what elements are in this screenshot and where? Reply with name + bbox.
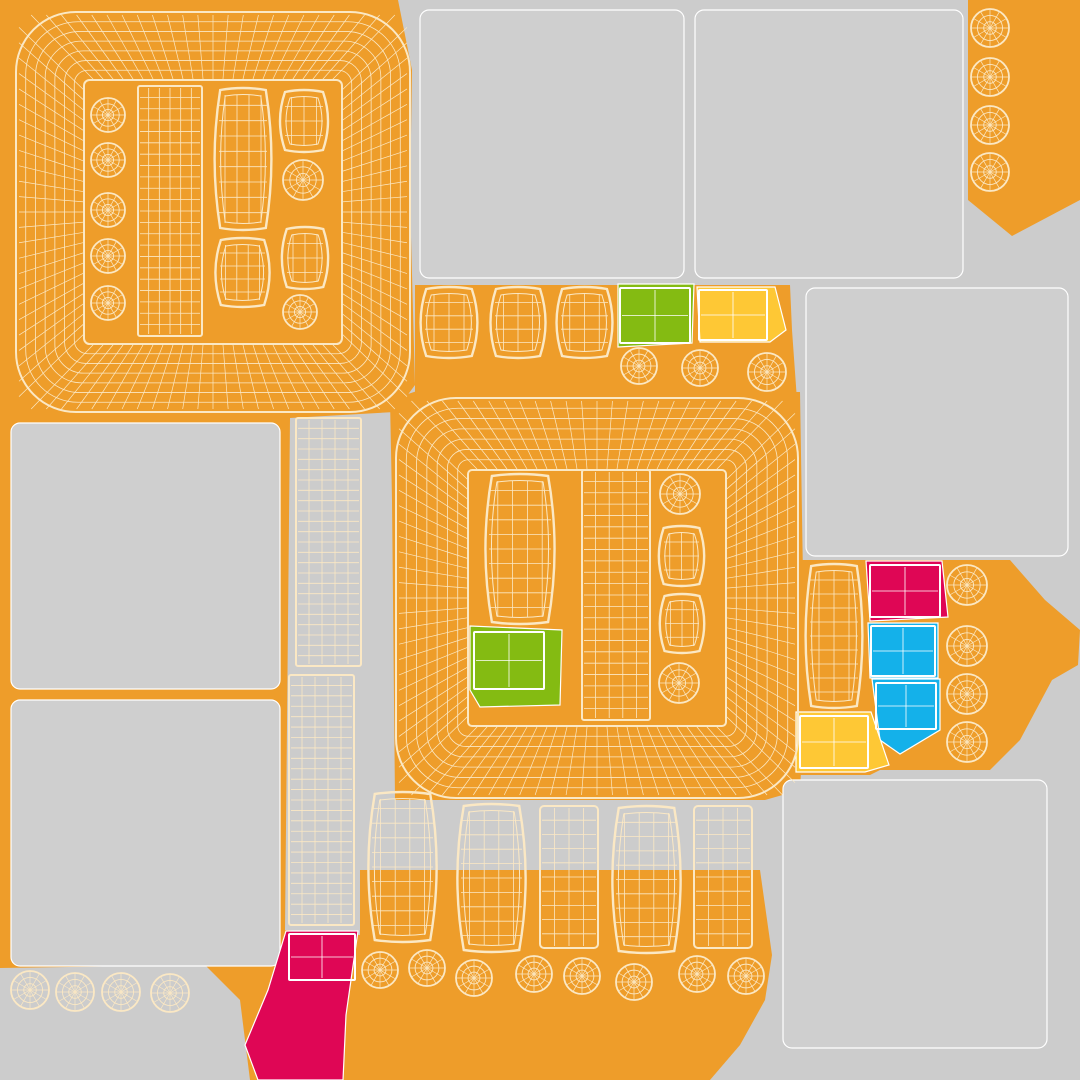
barrel-center-tall: [484, 472, 556, 626]
coin-right-3: [946, 721, 988, 763]
coin-top-right-2: [970, 105, 1010, 145]
empty-island-mid-right: [805, 287, 1069, 557]
coin-top-left-r1: [282, 159, 324, 201]
empty-island-top-left: [419, 9, 685, 279]
coin-row-top-a: [620, 347, 658, 385]
yellow-island-top: [696, 286, 787, 343]
barrel-top-left-small-b: [280, 225, 330, 291]
empty-island-bottom-left: [10, 699, 281, 967]
coin-bottom-6: [678, 955, 716, 993]
barrel-bottom-a: [367, 790, 438, 944]
barrel-row-top-c: [555, 285, 614, 360]
empty-island-bottom-right: [782, 779, 1048, 1049]
coin-bottom-0: [361, 951, 399, 989]
barrel-bottom-b: [456, 802, 527, 954]
coin-top-left-2: [90, 192, 126, 228]
coin-top-left-r2: [282, 294, 318, 330]
grid-yellow-right: [799, 715, 869, 769]
coin-bottom-2: [455, 959, 493, 997]
barrel-center-small-a: [657, 524, 706, 588]
plank-center: [581, 469, 651, 721]
green-island-center: [469, 625, 563, 708]
coin-top-left-0: [90, 97, 126, 133]
coin-bottom-3: [515, 955, 553, 993]
grid-yellow-top: [698, 289, 768, 341]
coin-top-right-1: [970, 57, 1010, 97]
barrel-top-left-square: [214, 236, 271, 309]
coin-top-left-1: [90, 142, 126, 178]
barrel-row-top-a: [419, 285, 479, 360]
barrel-right-tall: [804, 562, 864, 710]
plank-vertical-lower: [288, 674, 355, 926]
coin-right-2: [946, 673, 988, 715]
grid-green-top: [619, 287, 691, 344]
coin-right-1: [946, 625, 988, 667]
coin-bottom-left-1: [55, 972, 95, 1012]
empty-islands: [10, 9, 1069, 1049]
coin-bottom-1: [408, 949, 446, 987]
coin-row-top-c: [747, 352, 787, 392]
coin-row-top-b: [681, 349, 719, 387]
empty-island-top-right: [694, 9, 964, 279]
barrel-center-small-b: [658, 592, 706, 655]
coin-right-0: [946, 564, 988, 606]
coin-bottom-left-3: [150, 973, 190, 1013]
stadium-frame-top-left: [15, 11, 411, 413]
grid-cyan-upper: [870, 625, 936, 677]
coin-top-right-3: [970, 152, 1010, 192]
plank-bottom-b: [693, 805, 753, 949]
barrel-top-left-tall: [213, 86, 273, 232]
coin-center-b: [658, 662, 700, 704]
coin-bottom-7: [727, 957, 765, 995]
plank-top-left: [137, 85, 203, 337]
coin-top-left-4: [90, 285, 126, 321]
coin-top-right-0: [970, 8, 1010, 48]
grid-magenta-right: [869, 564, 941, 618]
wireframe-islands: [10, 8, 1010, 1013]
barrel-top-left-small-a: [278, 88, 330, 154]
grid-magenta-bottom: [288, 933, 356, 981]
grid-green-center: [473, 631, 545, 690]
coin-bottom-4: [563, 957, 601, 995]
coin-top-left-3: [90, 238, 126, 274]
barrel-row-top-b: [489, 285, 547, 360]
plank-vertical-upper: [295, 417, 362, 667]
barrel-bottom-c: [611, 804, 682, 955]
coin-bottom-left-0: [10, 970, 50, 1010]
coin-center-a: [659, 473, 701, 515]
grid-cyan-lower: [875, 682, 937, 730]
plank-bottom-a: [539, 805, 599, 949]
coin-bottom-5: [615, 963, 653, 1001]
empty-island-mid-left: [10, 422, 281, 690]
coin-bottom-left-2: [101, 972, 141, 1012]
